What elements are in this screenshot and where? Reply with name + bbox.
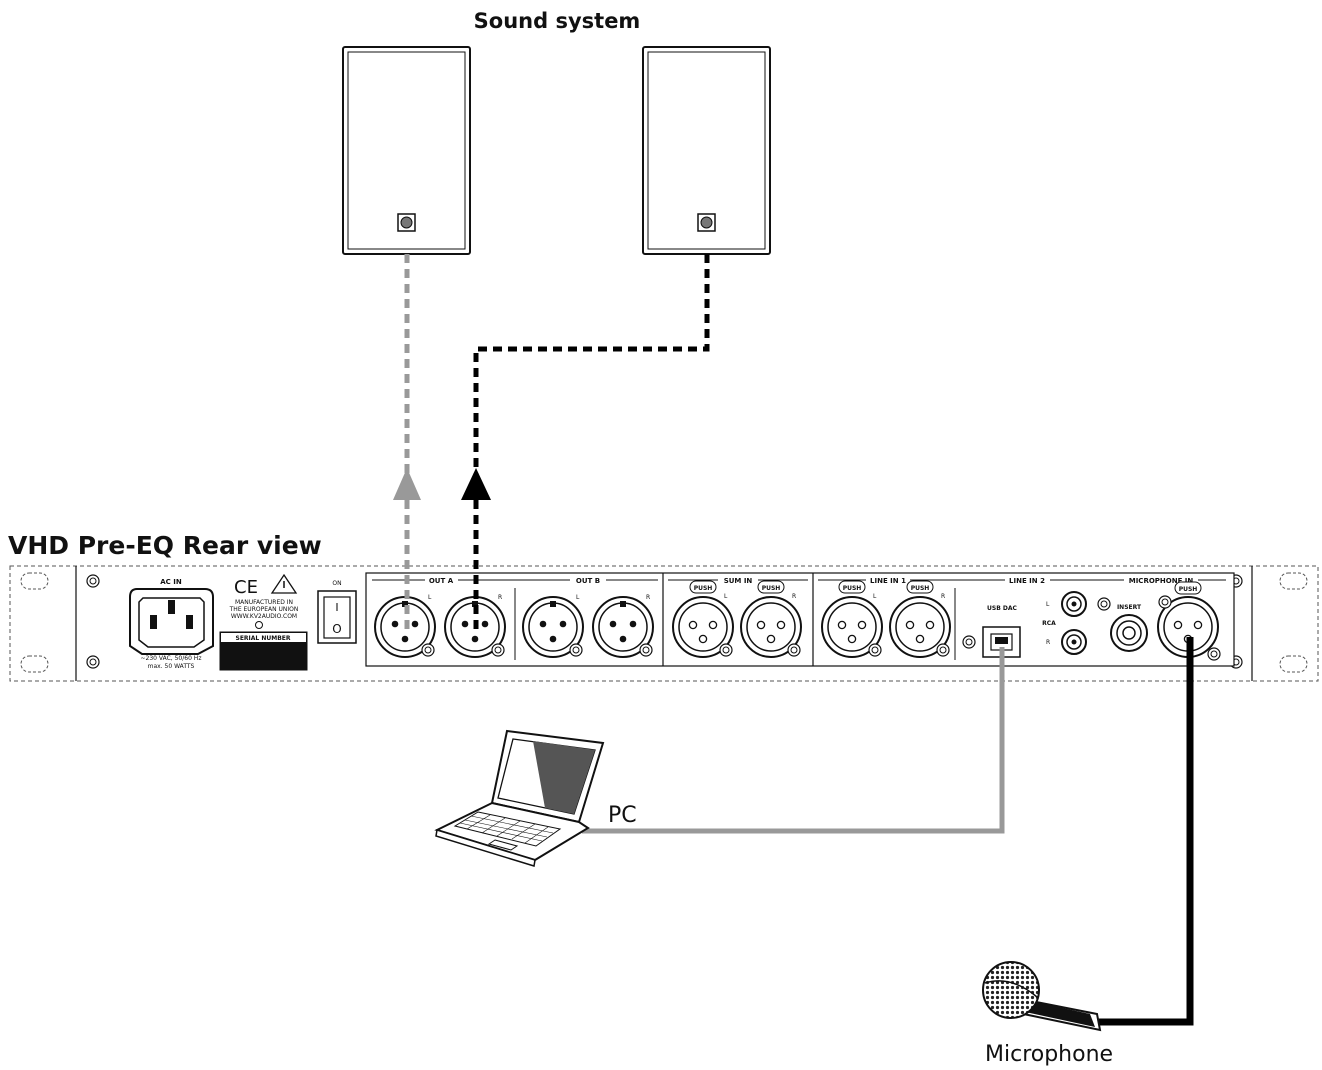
line-in-1-label: LINE IN 1 bbox=[870, 577, 906, 585]
warning-icon bbox=[270, 573, 298, 594]
rca-right-jack[interactable] bbox=[1061, 629, 1087, 655]
iec-power-socket-icon bbox=[129, 588, 214, 655]
sum-in-right-xlr[interactable]: PUSH bbox=[740, 580, 802, 658]
push-label: PUSH bbox=[843, 585, 862, 592]
speaker-logo-icon bbox=[697, 213, 716, 232]
ce-mark: CE bbox=[234, 577, 258, 598]
cable-microphone bbox=[1098, 637, 1194, 1026]
line-in-2-label: LINE IN 2 bbox=[1009, 577, 1045, 585]
cable-usb-to-pc bbox=[582, 647, 1005, 834]
arrow-up-icon bbox=[393, 468, 421, 500]
watts-label: max. 50 WATTS bbox=[148, 663, 195, 670]
microphone-in-label: MICROPHONE IN bbox=[1129, 577, 1194, 585]
cable-out-a-right-to-right-speaker bbox=[461, 254, 710, 630]
sum-in-left-xlr[interactable]: PUSH bbox=[672, 580, 734, 658]
out-b-left-xlr[interactable] bbox=[522, 596, 584, 658]
power-switch[interactable]: I O bbox=[317, 590, 357, 644]
cable-out-a-left-to-left-speaker bbox=[393, 254, 421, 630]
switch-off-mark: O bbox=[332, 622, 341, 636]
push-label: PUSH bbox=[911, 585, 930, 592]
laptop-icon bbox=[434, 729, 605, 867]
line-in-1-left-xlr[interactable]: PUSH bbox=[821, 580, 883, 658]
serial-number-label: SERIAL NUMBER bbox=[236, 635, 291, 642]
rear-view-title: VHD Pre-EQ Rear view bbox=[8, 531, 322, 560]
sum-in-r-mark: R bbox=[792, 593, 796, 600]
voltage-label: ~230 VAC, 50/60 Hz bbox=[141, 655, 202, 662]
push-label: PUSH bbox=[1179, 586, 1198, 593]
left-speaker bbox=[342, 46, 471, 255]
manufactured-line-2: THE EUROPEAN UNION bbox=[229, 606, 299, 613]
out-b-right-xlr[interactable] bbox=[592, 596, 654, 658]
arrow-up-icon bbox=[461, 468, 491, 500]
out-a-l-mark: L bbox=[428, 594, 432, 601]
out-b-label: OUT B bbox=[576, 577, 600, 585]
usb-dac-label: USB DAC bbox=[987, 605, 1017, 612]
microphone-icon bbox=[982, 961, 1102, 1032]
insert-label: INSERT bbox=[1117, 604, 1142, 611]
line-in-1-l-mark: L bbox=[873, 593, 877, 600]
line-in-1-r-mark: R bbox=[941, 593, 945, 600]
push-label: PUSH bbox=[694, 585, 713, 592]
manufactured-line-1: MANUFACTURED IN bbox=[235, 599, 293, 606]
rca-left-jack[interactable] bbox=[1061, 591, 1087, 617]
sum-in-label: SUM IN bbox=[724, 577, 753, 585]
insert-jack-socket[interactable] bbox=[1110, 614, 1148, 652]
line-in-1-right-xlr[interactable]: PUSH bbox=[889, 580, 951, 658]
speaker-logo-icon bbox=[397, 213, 416, 232]
pc-label: PC bbox=[608, 803, 637, 828]
ac-in-label: AC IN bbox=[160, 578, 182, 586]
out-b-r-mark: R bbox=[646, 594, 650, 601]
rack-panel: AC IN ~230 VAC, 50/60 Hz max. 50 WATTS C… bbox=[9, 565, 1319, 682]
right-speaker bbox=[642, 46, 771, 255]
out-a-r-mark: R bbox=[498, 594, 502, 601]
rca-r-mark: R bbox=[1046, 639, 1050, 646]
microphone-label: Microphone bbox=[985, 1042, 1113, 1067]
sum-in-l-mark: L bbox=[724, 593, 728, 600]
out-a-label: OUT A bbox=[429, 577, 454, 585]
out-b-l-mark: L bbox=[576, 594, 580, 601]
sound-system-title: Sound system bbox=[474, 9, 641, 33]
switch-on-mark: I bbox=[335, 601, 338, 614]
rca-label: RCA bbox=[1042, 620, 1056, 627]
website-label: WWW.KV2AUDIO.COM bbox=[231, 613, 297, 620]
microphone-in-xlr[interactable]: PUSH bbox=[1157, 581, 1221, 661]
on-label: ON bbox=[332, 580, 341, 587]
rca-l-mark: L bbox=[1046, 601, 1050, 608]
push-label: PUSH bbox=[762, 585, 781, 592]
